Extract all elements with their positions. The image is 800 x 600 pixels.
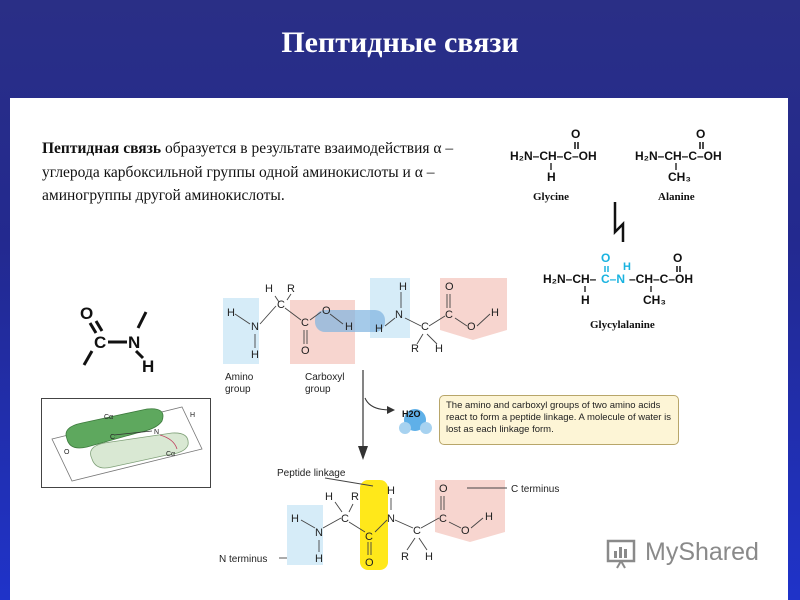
watermark-text: MyShared (645, 538, 759, 566)
svg-text:O: O (461, 525, 470, 537)
svg-text:O: O (80, 304, 93, 323)
svg-text:H: H (547, 170, 556, 184)
svg-text:R: R (411, 343, 419, 355)
svg-text:N: N (251, 321, 259, 333)
carboxyl-group-label-2: group (305, 384, 331, 395)
n-terminus-label: N terminus (219, 554, 267, 565)
peptide-linkage-label: Peptide linkage (277, 468, 346, 479)
svg-text:N: N (395, 309, 403, 321)
svg-text:H: H (425, 551, 433, 563)
svg-text:O: O (322, 305, 331, 317)
svg-text:O: O (601, 251, 610, 265)
svg-text:N: N (128, 333, 140, 352)
definition-body: образуется в результате взаимодействия α… (42, 140, 454, 204)
svg-text:C: C (341, 513, 349, 525)
svg-text:C: C (413, 525, 421, 537)
amino-group-label-2: group (225, 384, 251, 395)
svg-text:C: C (94, 333, 106, 352)
svg-text:H: H (251, 349, 259, 361)
svg-text:–CH–C–OH: –CH–C–OH (629, 272, 693, 286)
svg-text:H: H (375, 323, 383, 335)
water-label: H2O (402, 409, 421, 419)
svg-text:O: O (673, 251, 682, 265)
peptide-bond-structure: O C N H (80, 304, 154, 376)
svg-text:H₂N–CH–: H₂N–CH– (543, 272, 597, 286)
svg-text:H: H (491, 307, 499, 319)
svg-text:H: H (623, 261, 631, 273)
c-terminus-label: C terminus (511, 484, 559, 495)
definition-text: Пептидная связь образуется в результате … (42, 137, 472, 208)
svg-text:H: H (387, 485, 395, 497)
product-label: Glycylalanine (590, 319, 655, 331)
water-molecule-icon: H2O (399, 409, 432, 434)
inset-n: N (154, 429, 159, 436)
inset-h: H (190, 412, 195, 419)
acid-highlight (440, 278, 507, 340)
equilibrium-arrow-icon (613, 202, 625, 242)
svg-text:CH₃: CH₃ (643, 293, 666, 307)
alanine-label: Alanine (658, 191, 695, 203)
svg-text:R: R (401, 551, 409, 563)
watermark: MyShared (605, 536, 765, 572)
svg-text:O: O (301, 345, 310, 357)
svg-text:H: H (435, 343, 443, 355)
amino-group-label-1: Amino (225, 372, 254, 383)
svg-text:C: C (421, 321, 429, 333)
svg-text:H: H (581, 293, 590, 307)
svg-text:O: O (365, 557, 374, 569)
svg-text:CH₃: CH₃ (668, 170, 691, 184)
svg-text:O: O (571, 127, 580, 141)
svg-text:O: O (696, 127, 705, 141)
amino-group-highlight (223, 298, 259, 364)
content-panel (10, 98, 788, 600)
glycine-label: Glycine (533, 191, 569, 203)
svg-text:H₂N–CH–C–OH: H₂N–CH–C–OH (635, 149, 722, 163)
definition-term: Пептидная связь (42, 140, 162, 157)
svg-text:C: C (301, 317, 309, 329)
svg-text:H: H (142, 357, 154, 376)
svg-text:H: H (325, 491, 333, 503)
svg-text:R: R (351, 491, 359, 503)
water-release-arrow (364, 397, 391, 411)
inset-planar-diagram: Cα Cα C N O H (41, 398, 211, 488)
carboxyl-group-label-1: Carboxyl (305, 372, 344, 383)
svg-text:O: O (439, 483, 448, 495)
svg-text:N: N (387, 513, 395, 525)
inset-o: O (64, 449, 70, 456)
condensation-diagram: H N H C H R C O O H H N H C R H C O O H … (219, 278, 559, 570)
svg-text:H: H (227, 307, 235, 319)
c-terminus-highlight (435, 480, 505, 542)
svg-text:C–N: C–N (601, 272, 625, 286)
inset-ca1: Cα (104, 414, 113, 421)
svg-text:O: O (445, 281, 454, 293)
svg-text:H₂N–CH–C–OH: H₂N–CH–C–OH (510, 149, 597, 163)
svg-text:R: R (287, 283, 295, 295)
svg-text:H: H (399, 281, 407, 293)
n-terminus-highlight (287, 505, 323, 565)
svg-text:C: C (365, 531, 373, 543)
svg-text:N: N (315, 527, 323, 539)
arrow-head-icon (358, 446, 368, 460)
svg-text:H: H (291, 513, 299, 525)
svg-text:C: C (445, 309, 453, 321)
slide-title: Пептидные связи (281, 26, 519, 59)
peptide-linkage-highlight (360, 480, 388, 570)
inset-ca2: Cα (166, 451, 175, 458)
svg-text:C: C (439, 513, 447, 525)
reaction-note: The amino and carboxyl groups of two ami… (439, 395, 679, 445)
svg-text:H: H (485, 511, 493, 523)
svg-text:H: H (265, 283, 273, 295)
inset-c: C (110, 434, 115, 441)
reaction-scheme: H₂N–CH–C–OH O H Glycine H₂N–CH–C–OH O CH… (510, 127, 722, 331)
svg-text:O: O (467, 321, 476, 333)
chart-logo-icon (606, 539, 636, 569)
svg-text:C: C (277, 299, 285, 311)
svg-text:H: H (315, 553, 323, 565)
svg-text:H: H (345, 321, 353, 333)
